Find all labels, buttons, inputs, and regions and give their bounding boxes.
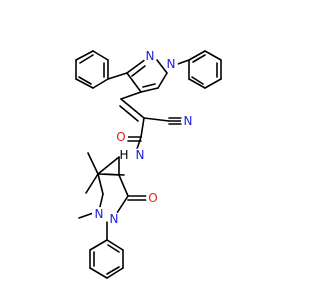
ring-n-methyl-label: N	[95, 207, 104, 221]
pyrazole-n1-label: N	[167, 57, 176, 71]
amide-h-label: H	[119, 148, 128, 162]
ring-carbonyl-o-label: O	[148, 191, 157, 205]
nitrile-n-label: N	[184, 114, 193, 128]
ring-carbonyl	[127, 195, 147, 201]
amide-n-label: N	[136, 148, 145, 162]
pyrazole-ring	[107, 58, 168, 93]
nitrile-group	[168, 117, 182, 125]
right-phenyl-ring	[174, 50, 222, 89]
carbonyl-o-label: O	[116, 130, 125, 144]
acrylamide-chain	[119, 91, 170, 156]
pyrazolone-ring	[85, 156, 129, 217]
molecule-canvas: N N N O N H N N O	[75, 49, 222, 279]
molecule-structure: N N N O N H N N O	[75, 49, 222, 279]
bottom-phenyl-ring	[89, 221, 124, 279]
atom-labels: N N N O N H N N O	[92, 49, 195, 226]
top-left-phenyl-ring	[75, 50, 109, 89]
pyrazole-n2-label: N	[146, 49, 155, 63]
ring-n-phenyl-label: N	[110, 212, 119, 226]
